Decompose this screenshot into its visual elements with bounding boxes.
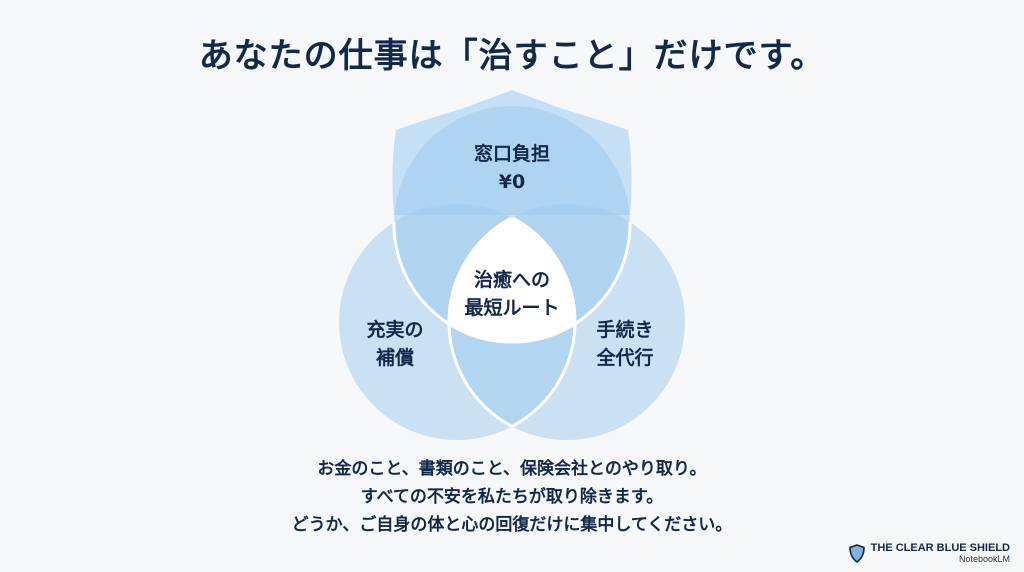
caption-line: すべての不安を私たちが取り除きます。 xyxy=(360,487,664,507)
shield-icon xyxy=(848,543,865,563)
caption-line: どうか、ご自身の体と心の回復だけに集中してください。 xyxy=(291,515,733,535)
label-line: 補償 xyxy=(375,347,414,369)
label-line: 充実の xyxy=(366,319,424,341)
label-line: 全代行 xyxy=(596,347,654,369)
notebooklm-label: NotebookLM xyxy=(958,554,1010,564)
label-line: 窓口負担 xyxy=(473,143,550,165)
label-line: 最短ルート xyxy=(464,297,560,319)
venn-label-top: 窓口負担 ¥0 xyxy=(432,140,592,196)
caption-line: お金のこと、書類のこと、保険会社とのやり取り。 xyxy=(317,459,707,479)
venn-label-left: 充実の 補償 xyxy=(345,316,445,372)
caption: お金のこと、書類のこと、保険会社とのやり取り。 すべての不安を私たちが取り除きま… xyxy=(0,455,1024,539)
page-title: あなたの仕事は「治すこと」だけです。 xyxy=(198,36,826,76)
center-region xyxy=(449,204,575,342)
label-line: ¥0 xyxy=(498,171,526,193)
brand-logo: THE CLEAR BLUE SHIELD NotebookLM xyxy=(848,542,1010,564)
label-line: 手続き xyxy=(596,319,654,341)
label-line: 治癒への xyxy=(473,269,550,291)
brand-name: THE CLEAR BLUE SHIELD xyxy=(870,542,1010,554)
venn-label-right: 手続き 全代行 xyxy=(575,316,675,372)
venn-label-center: 治癒への 最短ルート xyxy=(432,266,592,322)
